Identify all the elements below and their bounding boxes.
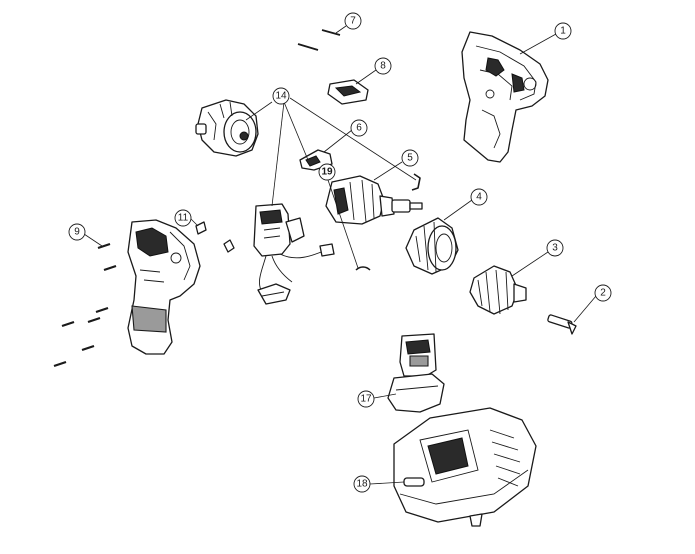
callout-7: 7: [344, 12, 362, 30]
callout-3-label: 3: [552, 243, 558, 254]
battery-charger: [393, 407, 537, 527]
callout-3: 3: [546, 239, 564, 257]
switch-cover: [327, 79, 369, 105]
callout-5-label: 5: [407, 153, 413, 164]
callout-9-label: 9: [74, 227, 80, 238]
housing-screws: [53, 242, 117, 368]
callout-4-label: 4: [476, 192, 482, 203]
callout-18-label: 18: [356, 479, 368, 490]
battery-pack: [387, 333, 445, 413]
callout-14-label: 14: [275, 91, 287, 102]
callout-8: 8: [374, 57, 392, 75]
callout-1-label: 1: [560, 26, 566, 37]
gearbox-assembly: [195, 99, 259, 157]
chuck-screw: [547, 314, 577, 335]
callout-1: 1: [554, 22, 572, 40]
callout-14: 14: [272, 87, 290, 105]
callout-11: 11: [174, 209, 192, 227]
callout-19-label: 19: [321, 167, 333, 178]
callout-7-label: 7: [350, 16, 356, 27]
terminal-clip: [223, 239, 235, 253]
callout-9: 9: [68, 223, 86, 241]
callout-18: 18: [353, 475, 371, 493]
callout-17-label: 17: [360, 394, 372, 405]
left-housing-half: [127, 219, 201, 355]
leader-lines: [83, 25, 597, 485]
callout-2-label: 2: [600, 288, 606, 299]
callout-11-label: 11: [178, 213, 189, 224]
clutch-collar-ring: [405, 217, 459, 275]
right-housing-half: [461, 31, 549, 163]
callout-19: 19: [318, 163, 336, 181]
callout-8-label: 8: [380, 61, 386, 72]
callout-6: 6: [350, 119, 368, 137]
callout-4: 4: [470, 188, 488, 206]
spring-pin-parts: [297, 29, 341, 51]
spring-clip: [411, 173, 421, 191]
callout-5: 5: [401, 149, 419, 167]
callout-17: 17: [357, 390, 375, 408]
callout-2: 2: [594, 284, 612, 302]
small-clip-left: [195, 221, 207, 235]
clutch-motor-assembly: [325, 175, 423, 225]
spring-part: [355, 266, 371, 271]
callout-6-label: 6: [356, 123, 362, 134]
keyless-chuck: [469, 265, 527, 315]
switch-electronics-module: [253, 203, 335, 305]
